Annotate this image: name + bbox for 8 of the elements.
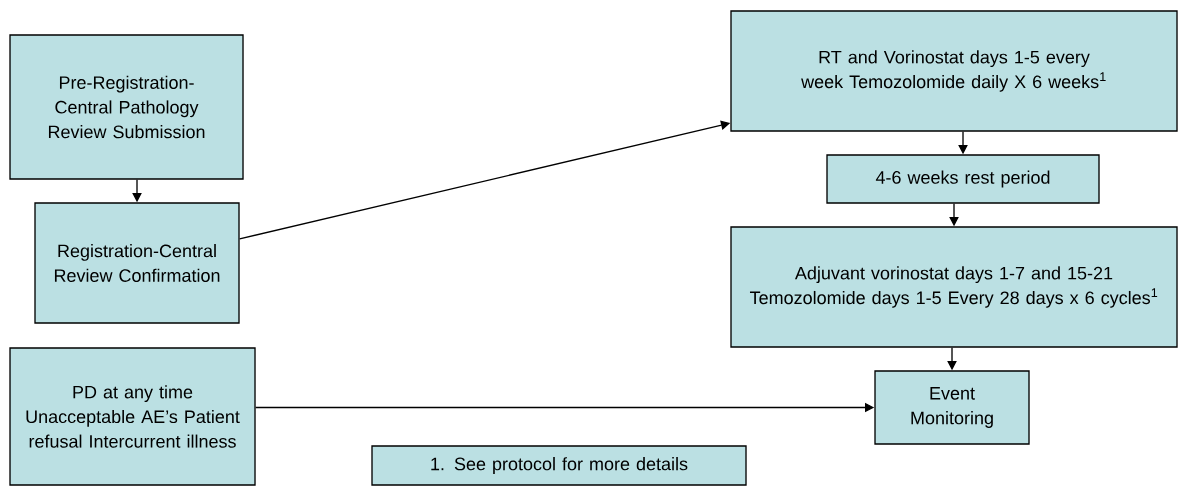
process-box: Pre-Registration-Central Pathology Review Submission <box>9 34 244 180</box>
process-box: RT and Vorinostat days 1-5 every week Temozolomide daily X 6 weeks$^{1}$ <box>730 10 1178 132</box>
process-box: Registration-Central Review Confirmation <box>34 202 240 324</box>
note-box: 1. See protocol for more details <box>371 445 747 486</box>
process-box: Event Monitoring <box>874 370 1030 445</box>
process-box: 4-6 weeks rest period <box>826 154 1100 204</box>
process-box: PD at any time Unacceptable AE’s Patient refusal Intercurrent illness <box>9 347 256 486</box>
process-box: Adjuvant vorinostat days 1-7 and 15-21 Temozolomide days 1-5 Every 28 days x 6 cycles$^{1}$ <box>730 226 1178 348</box>
